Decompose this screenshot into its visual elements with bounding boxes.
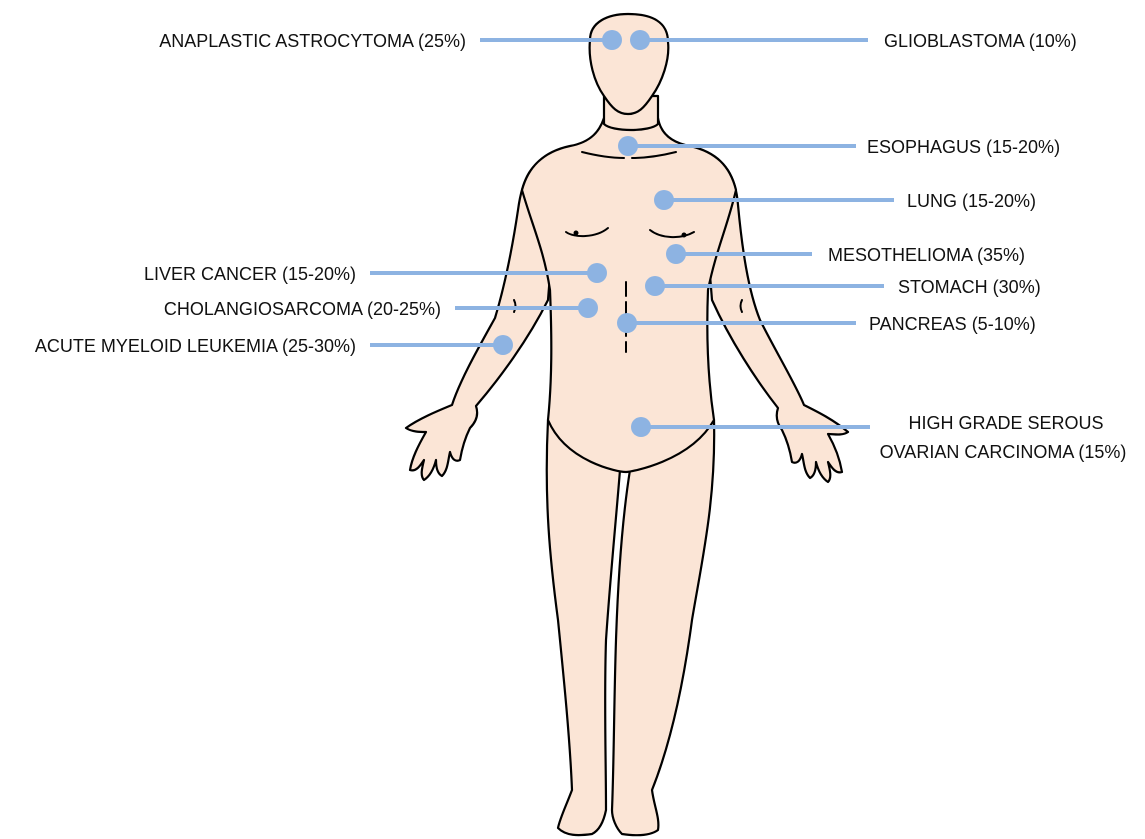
label-anaplastic-astrocytoma: ANAPLASTIC ASTROCYTOMA (25%) [159,31,466,51]
marker-dot [618,136,638,156]
label-liver-cancer: LIVER CANCER (15-20%) [144,264,356,284]
marker-dot [493,335,513,355]
marker-dot [654,190,674,210]
marker-dot [602,30,622,50]
marker-dot [587,263,607,283]
marker-dot [645,276,665,296]
callout-acute-myeloid-leukemia: ACUTE MYELOID LEUKEMIA (25-30%) [35,335,513,356]
nipple-left [574,231,579,236]
label-cholangiosarcoma: CHOLANGIOSARCOMA (20-25%) [164,299,441,319]
label-hgso-line-2: OVARIAN CARCINOMA (15%) [880,442,1127,462]
label-pancreas: PANCREAS (5-10%) [869,314,1036,334]
label-mesothelioma: MESOTHELIOMA (35%) [828,245,1025,265]
label-acute-myeloid-leukemia: ACUTE MYELOID LEUKEMIA (25-30%) [35,336,356,356]
label-glioblastoma: GLIOBLASTOMA (10%) [884,31,1077,51]
right-leg [612,420,714,835]
callout-glioblastoma: GLIOBLASTOMA (10%) [630,30,1077,51]
label-stomach: STOMACH (30%) [898,277,1041,297]
marker-dot [631,417,651,437]
left-leg [547,420,620,835]
marker-dot [578,298,598,318]
nipple-right [682,233,687,238]
label-lung: LUNG (15-20%) [907,191,1036,211]
label-esophagus: ESOPHAGUS (15-20%) [867,137,1060,157]
marker-dot [630,30,650,50]
marker-dot [617,313,637,333]
callout-anaplastic-astrocytoma: ANAPLASTIC ASTROCYTOMA (25%) [159,30,622,51]
label-hgso-line-1: HIGH GRADE SEROUS [908,413,1103,433]
marker-dot [666,244,686,264]
torso [522,118,736,472]
